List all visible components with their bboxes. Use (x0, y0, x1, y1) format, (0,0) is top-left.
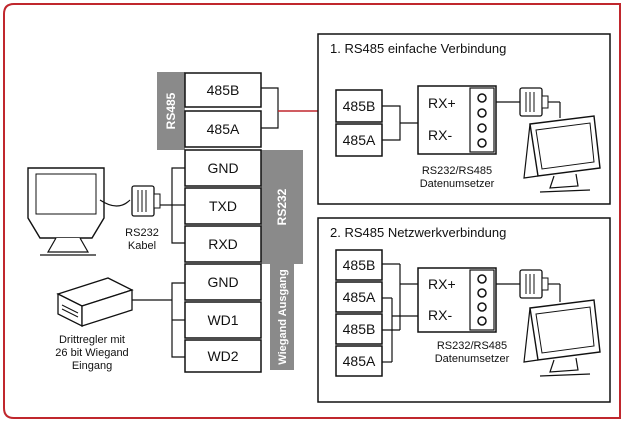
pin-label-wd2: WD2 (207, 348, 238, 364)
third-party-line3: Eingang (72, 360, 112, 372)
panel-2-pin-485b-1-label: 485B (343, 257, 376, 273)
panel-2-pin-485a-2 (335, 345, 383, 377)
rs485-bracket (261, 87, 318, 129)
panel-2-pin-485a-1 (335, 281, 383, 313)
outer-frame (3, 3, 621, 419)
pin-label-rxd: RXD (208, 236, 238, 252)
panel-1-converter: RX+ RX- (417, 85, 497, 155)
terminal-block: RS485 RS232 Wiegand Ausgang 485B 485A GN… (157, 72, 303, 373)
panel-1-converter-line1: RS232/RS485 (422, 165, 492, 177)
monitor-icon (27, 167, 105, 256)
monitor-icon (523, 115, 601, 193)
serial-connector-icon (519, 87, 549, 117)
panel-1-converter-line2: Datenumsetzer (420, 178, 495, 190)
wiegand-label-panel (270, 264, 294, 370)
panel-1-title: 1. RS485 einfache Verbindung (330, 41, 506, 56)
terminal-screw-icon (477, 288, 487, 298)
panel-1-pin-485a-label: 485A (343, 132, 376, 148)
panel-2-pin-485a-2-label: 485A (343, 353, 376, 369)
pin-label-wd1: WD1 (207, 312, 238, 328)
panel-2-pin-485b-1 (335, 249, 383, 281)
pin-box-485a (184, 110, 262, 148)
rs485-label: RS485 (164, 92, 178, 129)
pin-box-txd (184, 187, 262, 225)
panel-2-converter-line2: Datenumsetzer (435, 353, 510, 365)
pin-box-gnd-2 (184, 263, 262, 301)
panel-2-converter-rxm: RX- (428, 307, 452, 323)
panel-1-pin-485b (335, 89, 383, 123)
rs232-label: RS232 (275, 188, 289, 225)
panel-2-converter-line1: RS232/RS485 (437, 340, 507, 352)
panel-2: 2. RS485 Netzwerkverbindung 485B 485A 48… (317, 217, 611, 403)
pin-label-txd: TXD (209, 198, 237, 214)
wiegand-pins: GND WD1 WD2 (184, 263, 262, 373)
serial-connector-icon (519, 269, 549, 299)
rs232-cable-line2: Kabel (128, 240, 156, 252)
third-party-line1: Drittregler mit (59, 334, 125, 346)
panel-2-converter-rxp: RX+ (428, 276, 456, 292)
panel-2-pin-485a-1-label: 485A (343, 289, 376, 305)
rs232-cable-line1: RS232 (125, 227, 159, 239)
pin-box-485b (184, 72, 262, 108)
pin-label-gnd-2: GND (207, 274, 238, 290)
terminal-screw-icon (477, 138, 487, 148)
third-party-line2: 26 bit Wiegand (55, 347, 128, 359)
rs232-bracket (160, 167, 185, 244)
serial-connector-icon (131, 185, 161, 217)
monitor-icon (523, 299, 601, 377)
terminal-screw-icon (477, 123, 487, 133)
panel-1-converter-rxm: RX- (428, 127, 452, 143)
pin-box-wd1 (184, 301, 262, 339)
wiegand-label: Wiegand Ausgang (277, 269, 289, 364)
panel-2-pin-485b-2 (335, 313, 383, 345)
pc-cable (99, 199, 131, 207)
panel-1: 1. RS485 einfache Verbindung 485B 485A R… (317, 33, 611, 205)
terminal-screw-icon (477, 108, 487, 118)
panel-2-converter: RX+ RX- (417, 267, 497, 333)
terminal-screw-icon (477, 274, 487, 284)
rs485-pins: 485B 485A (184, 72, 262, 148)
pin-label-485a: 485A (207, 121, 240, 137)
pin-label-gnd: GND (207, 160, 238, 176)
terminal-screw-icon (477, 302, 487, 312)
panel-1-pin-485b-label: 485B (343, 98, 376, 114)
panel-2-title: 2. RS485 Netzwerkverbindung (330, 225, 506, 240)
controller-device-icon (56, 277, 134, 328)
panel-1-converter-rxp: RX+ (428, 95, 456, 111)
panel-2-pin-485b-2-label: 485B (343, 321, 376, 337)
pin-box-wd2 (184, 339, 262, 373)
rs485-label-panel (157, 72, 185, 150)
terminal-screw-icon (477, 93, 487, 103)
wiegand-bracket (130, 282, 185, 358)
pin-box-rxd (184, 225, 262, 263)
rs232-label-panel (261, 150, 303, 264)
terminal-screw-icon (477, 316, 487, 326)
rs232-pins: GND TXD RXD (184, 149, 262, 263)
pin-label-485b: 485B (207, 82, 240, 98)
